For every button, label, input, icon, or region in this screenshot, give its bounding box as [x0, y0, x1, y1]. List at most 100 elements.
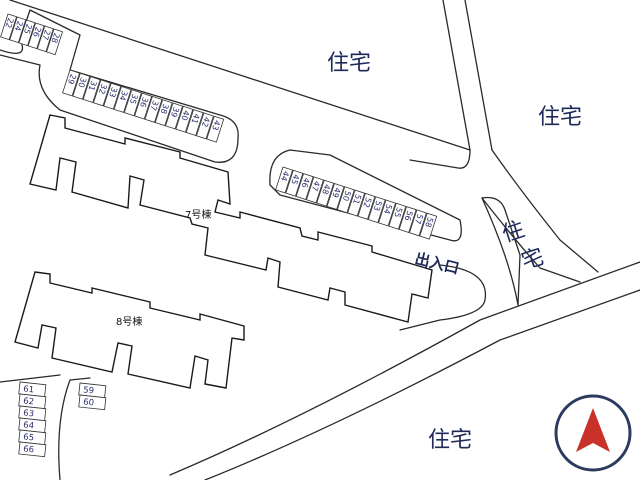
parking-slot-number: 54 [382, 203, 394, 215]
main-road-north-edge [169, 261, 640, 476]
parking-slot-number: 50 [341, 190, 353, 202]
parking-slot-number: 31 [87, 79, 99, 91]
parking-slot-box [316, 179, 335, 207]
parking-slot: 42 [195, 112, 214, 140]
parking-slot-box [357, 192, 376, 220]
parking-slot-box [185, 109, 204, 137]
parking-slot: 37 [144, 95, 163, 123]
parking-slot-box [144, 95, 163, 123]
parking-slot: 36 [134, 92, 153, 120]
parking-slot: 43 [206, 115, 225, 143]
parking-slot-number: 39 [169, 106, 181, 118]
parking-slot-number: 44 [279, 170, 291, 182]
parking-slot-box [18, 19, 36, 47]
parking-slot-box [9, 16, 27, 44]
north-arrow-icon [576, 408, 610, 452]
parking-slot-box [175, 105, 194, 133]
parking-slot-number: 55 [392, 206, 404, 218]
parking-slot-box [367, 196, 386, 224]
parking-slot-number: 41 [190, 112, 202, 124]
parking-slot: 53 [367, 196, 386, 224]
parking-slot: 26 [27, 22, 45, 50]
parking-slot-number: 35 [128, 93, 140, 105]
parking-slot-box [92, 79, 111, 107]
area-label-residential-triangle: 住 宅 [499, 217, 548, 275]
parking-slot-number: 64 [23, 420, 35, 431]
parking-island-lower [269, 149, 462, 242]
entrance-curve [399, 264, 487, 331]
parking-slot-box [72, 72, 91, 100]
east-road-inner [481, 197, 581, 283]
parking-slot-number: 27 [40, 29, 52, 41]
parking-slot: 52 [357, 192, 376, 220]
parking-slot: 38 [154, 99, 173, 127]
parking-slot-number: 58 [423, 216, 435, 228]
parking-slot: 22 [0, 13, 18, 41]
parking-slot: 35 [123, 89, 142, 117]
parking-slot: 31 [82, 76, 101, 104]
parking-slot-number: 45 [289, 173, 301, 185]
parking-slot: 41 [185, 109, 204, 137]
parking-slot-number: 57 [413, 213, 425, 225]
parking-slot-box [78, 394, 107, 411]
parking-slot-box [154, 99, 173, 127]
parking-slot: 55 [388, 202, 407, 230]
parking-slot-box [326, 182, 345, 210]
parking-slot: 29 [62, 69, 81, 97]
parking-slot-box [206, 115, 225, 143]
area-label-vertical-2: 宅 [519, 244, 548, 275]
main-road-south-edge [204, 289, 640, 480]
parking-slot-number: 46 [300, 176, 312, 188]
parking-slot-box [285, 169, 304, 197]
parking-slot-box [82, 76, 101, 104]
parking-slot: 46 [295, 173, 314, 201]
parking-slot-number: 34 [117, 89, 129, 101]
east-road-left-edge [409, 149, 471, 169]
parking-slot-box [275, 166, 294, 194]
parking-slot-number: 63 [23, 408, 35, 419]
area-label-residential-east: 住宅 [538, 105, 582, 130]
parking-slot: 24 [9, 16, 27, 44]
parking-island-upper-inner [0, 9, 81, 71]
parking-slot-number: 25 [22, 23, 34, 35]
parking-slot: 33 [103, 82, 122, 110]
parking-slot: 32 [92, 79, 111, 107]
parking-slot-box [378, 199, 397, 227]
parking-slot-box [305, 176, 324, 204]
parking-slot: 25 [18, 19, 36, 47]
parking-slot-number: 61 [23, 384, 35, 395]
parking-slot-number: 47 [310, 180, 322, 192]
parking-slot: 45 [285, 169, 304, 197]
parking-slot-number: 38 [159, 103, 171, 115]
parking-slot-box [27, 22, 45, 50]
parking-slot-number: 62 [23, 396, 35, 407]
parking-slot-box [419, 212, 438, 240]
parking-slot-box [295, 173, 314, 201]
parking-slot-number: 32 [97, 83, 109, 95]
parking-slot-number: 24 [13, 20, 25, 32]
parking-slot-number: 30 [76, 76, 88, 88]
parking-slot-number: 33 [107, 86, 119, 98]
parking-slot: 39 [165, 102, 184, 130]
parking-slot: 66 [18, 441, 47, 458]
parking-slot-number: 52 [361, 196, 373, 208]
parking-slot-number: 59 [83, 385, 95, 396]
area-label-vertical-1: 住 [499, 217, 528, 248]
parking-slot-number: 49 [330, 186, 342, 198]
parking-slot: 47 [305, 176, 324, 204]
parking-slot-box [0, 13, 18, 41]
vertical-road-right-edge [464, 0, 493, 151]
building-8-outline [14, 271, 245, 389]
parking-slot-box [134, 92, 153, 120]
parking-slot: 48 [316, 179, 335, 207]
parking-slot-box [113, 85, 132, 113]
parking-slot: 40 [175, 105, 194, 133]
north-compass-icon [554, 394, 632, 472]
parking-slot: 50 [336, 186, 355, 214]
parking-slot-number: 28 [49, 32, 61, 44]
